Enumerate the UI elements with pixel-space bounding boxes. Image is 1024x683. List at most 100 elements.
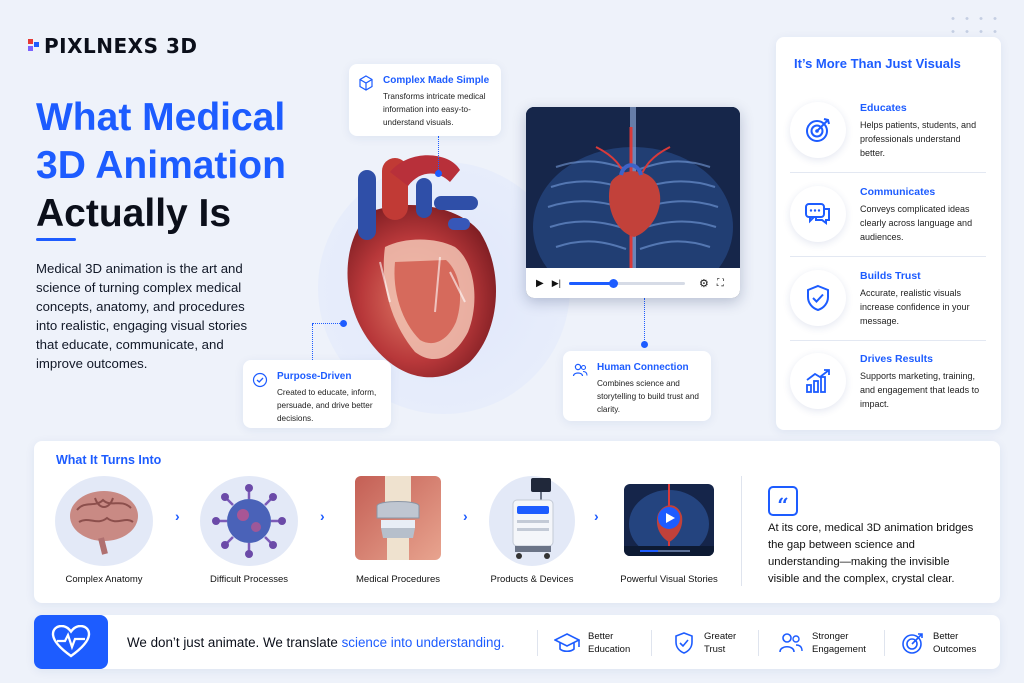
turns-into-label: Medical Procedures (356, 574, 440, 585)
graduation-cap-icon (554, 633, 580, 653)
footer-item-line1: Better (588, 631, 614, 642)
shield-check-icon (675, 632, 693, 654)
connector-dot (340, 320, 347, 327)
intro-paragraph: Medical 3D animation is the art and scie… (36, 261, 248, 371)
footer-item-line2: Outcomes (933, 644, 977, 655)
quote-text: At its core, medical 3D animation bridge… (768, 522, 974, 585)
footer-item-line1: Stronger (812, 631, 849, 642)
progress-fill (568, 281, 614, 285)
shield-check-icon (790, 270, 846, 326)
benefit-title: Builds Trust (860, 270, 921, 282)
callout-title: Complex Made Simple (383, 75, 490, 86)
fullscreen-icon[interactable]: ⛶ (716, 277, 724, 289)
turns-into-label: Powerful Visual Stories (620, 574, 718, 585)
target-check-icon (252, 372, 268, 388)
tagline-plain: We don’t just animate. We translate (127, 635, 342, 650)
benefit-title: Communicates (860, 186, 936, 198)
divider (790, 340, 986, 341)
footer-tagline: We don’t just animate. We translate scie… (127, 635, 505, 650)
connector-line (438, 136, 439, 172)
chevron-right-icon: › (320, 508, 325, 524)
callout-complex-made-simple: Complex Made Simple Transforms intricate… (349, 64, 501, 136)
logo-mark-icon (28, 39, 40, 53)
benefit-communicates: Communicates Conveys complicated ideas c… (790, 186, 990, 246)
chevron-right-icon: › (463, 508, 468, 524)
benefit-drives-results: Drives Results Supports marketing, train… (790, 353, 990, 413)
callout-title: Human Connection (597, 362, 689, 373)
title-line-2: 3D Animation (36, 144, 286, 187)
callout-title: Purpose-Driven (277, 371, 352, 382)
progress-knob[interactable] (609, 278, 619, 288)
title-line-3: Actually Is (36, 192, 232, 235)
footer-item-line2: Trust (704, 644, 726, 655)
footer-bar (34, 615, 1000, 669)
benefit-text: Supports marketing, training, and engage… (860, 371, 980, 409)
turns-into-item-products: Products & Devices (489, 476, 575, 585)
benefit-text: Accurate, realistic visuals increase con… (860, 288, 970, 326)
connector-dot (435, 170, 442, 177)
heartbeat-icon (34, 615, 108, 669)
title-underline (36, 238, 76, 241)
target-icon (790, 102, 846, 158)
connector-line (312, 323, 342, 324)
brand-name: PIXLNEXS 3D (44, 34, 198, 58)
people-icon (572, 363, 588, 377)
benefit-educates: Educates Helps patients, students, and p… (790, 102, 990, 162)
anatomy-video-frame (526, 107, 740, 298)
turns-into-label: Complex Anatomy (65, 574, 143, 585)
chevron-right-icon: › (175, 508, 180, 524)
play-icon[interactable]: ▶ (536, 277, 544, 289)
video-player[interactable] (526, 107, 740, 298)
callout-purpose-driven: Purpose-Driven Created to educate, infor… (243, 360, 391, 428)
benefit-text: Helps patients, students, and profession… (860, 120, 977, 158)
turns-into-label: Difficult Processes (210, 574, 288, 585)
cube-icon (359, 75, 373, 91)
turns-into-title: What It Turns Into (56, 453, 162, 467)
benefit-builds-trust: Builds Trust Accurate, realistic visuals… (790, 270, 990, 330)
turns-into-item-procedures: Medical Procedures (355, 476, 441, 585)
divider (790, 256, 986, 257)
people-icon (779, 633, 803, 653)
video-controls: ▶ ▶| ⚙ ⛶ (526, 268, 740, 298)
brand-logo[interactable]: PIXLNEXS 3D (28, 34, 197, 58)
turns-into-item-stories[interactable]: Powerful Visual Stories (620, 476, 718, 585)
callout-text: Transforms intricate medical information… (383, 92, 486, 127)
connector-line (312, 324, 313, 360)
connector-line (644, 298, 645, 344)
divider (537, 630, 538, 656)
page-title: What Medical 3D Animation Actually Is (36, 94, 336, 238)
connector-dot (641, 341, 648, 348)
decorative-dots (946, 12, 1006, 38)
footer-item-line1: Better (933, 631, 959, 642)
callout-text: Combines science and storytelling to bui… (597, 379, 699, 414)
divider (884, 630, 885, 656)
turns-into-item-processes: Difficult Processes (200, 476, 298, 585)
footer-item-line2: Education (588, 644, 631, 655)
turns-into-item-anatomy: Complex Anatomy (55, 476, 153, 585)
divider (741, 476, 742, 586)
turns-into-label: Products & Devices (490, 574, 574, 585)
video-icon[interactable] (624, 484, 714, 556)
divider (651, 630, 652, 656)
heart-illustration (347, 155, 497, 378)
benefits-title: It’s More Than Just Visuals (794, 56, 961, 71)
quote-icon: “ (768, 486, 798, 516)
target-check-icon (902, 633, 923, 654)
chevron-right-icon: › (594, 508, 599, 524)
knee-implant-icon (355, 476, 441, 560)
callout-text: Created to educate, inform, persuade, an… (277, 388, 377, 423)
gear-icon[interactable]: ⚙ (698, 277, 709, 290)
benefit-text: Conveys complicated ideas clearly across… (860, 204, 973, 242)
title-line-1: What Medical (36, 96, 286, 139)
callout-human-connection: Human Connection Combines science and st… (563, 351, 711, 421)
benefit-title: Educates (860, 102, 907, 114)
chat-icon (790, 186, 846, 242)
divider (758, 630, 759, 656)
skip-next-icon[interactable]: ▶| (551, 277, 561, 288)
footer-item-line1: Greater (704, 631, 737, 642)
progress-bar[interactable] (568, 278, 685, 288)
divider (790, 172, 986, 173)
